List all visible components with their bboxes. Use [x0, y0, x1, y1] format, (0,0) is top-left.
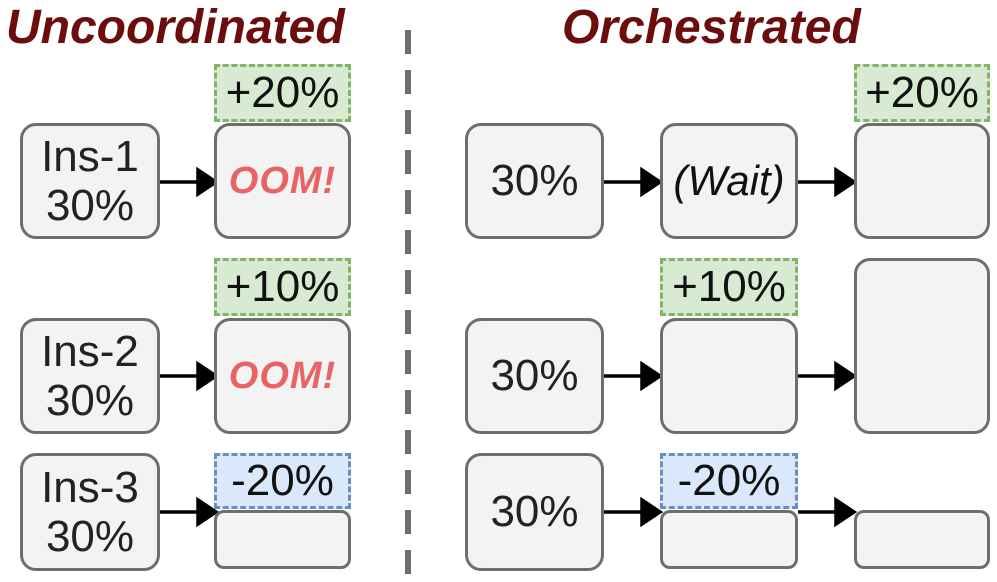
instance-box-2: Ins-2 30%: [20, 318, 160, 434]
instance-name: Ins-1: [41, 131, 139, 181]
result-box-3: [214, 510, 351, 569]
orch-middle-box-3: [660, 510, 798, 569]
result-box-2: OOM!: [214, 318, 351, 434]
arrow-orch-3a: [604, 496, 664, 528]
orch-instance-box-1: 30%: [465, 123, 604, 239]
instance-name: Ins-3: [41, 462, 139, 512]
arrow-orch-3b: [798, 496, 858, 528]
instance-usage: 30%: [490, 487, 579, 537]
instance-box-3: Ins-3 30%: [20, 453, 160, 571]
title-uncoordinated: Uncoordinated: [6, 1, 345, 54]
instance-usage: 30%: [45, 181, 135, 230]
orch-result-box-3: [854, 510, 990, 569]
arrow-ins3: [160, 496, 220, 528]
increase-tag: +20%: [854, 64, 990, 122]
arrow-orch-2b: [798, 360, 858, 392]
result-box-1: OOM!: [214, 123, 351, 239]
oom-label: OOM!: [228, 354, 337, 397]
increase-tag: +10%: [214, 258, 351, 316]
wait-label: (Wait): [673, 157, 785, 205]
decrease-tag: -20%: [214, 453, 351, 509]
oom-label: OOM!: [228, 159, 337, 202]
arrow-orch-2a: [604, 360, 664, 392]
instance-usage: 30%: [490, 351, 579, 401]
increase-tag: +20%: [214, 64, 351, 122]
orch-result-box-2: [854, 258, 990, 434]
arrow-orch-1a: [604, 166, 664, 198]
wait-box: (Wait): [660, 123, 798, 239]
arrow-orch-1b: [798, 166, 858, 198]
arrow-ins1: [160, 166, 220, 198]
orch-instance-box-2: 30%: [465, 318, 604, 434]
title-orchestrated: Orchestrated: [562, 1, 861, 54]
instance-usage: 30%: [490, 156, 579, 206]
arrow-ins2: [160, 360, 220, 392]
orch-instance-box-3: 30%: [465, 453, 604, 571]
instance-box-1: Ins-1 30%: [20, 123, 160, 239]
instance-usage: 30%: [45, 512, 135, 561]
instance-usage: 30%: [45, 376, 135, 425]
decrease-tag: -20%: [660, 453, 798, 509]
orch-result-box-1: [854, 123, 990, 239]
increase-tag: +10%: [660, 258, 798, 316]
instance-name: Ins-2: [41, 326, 139, 376]
orch-middle-box-2: [660, 318, 798, 434]
